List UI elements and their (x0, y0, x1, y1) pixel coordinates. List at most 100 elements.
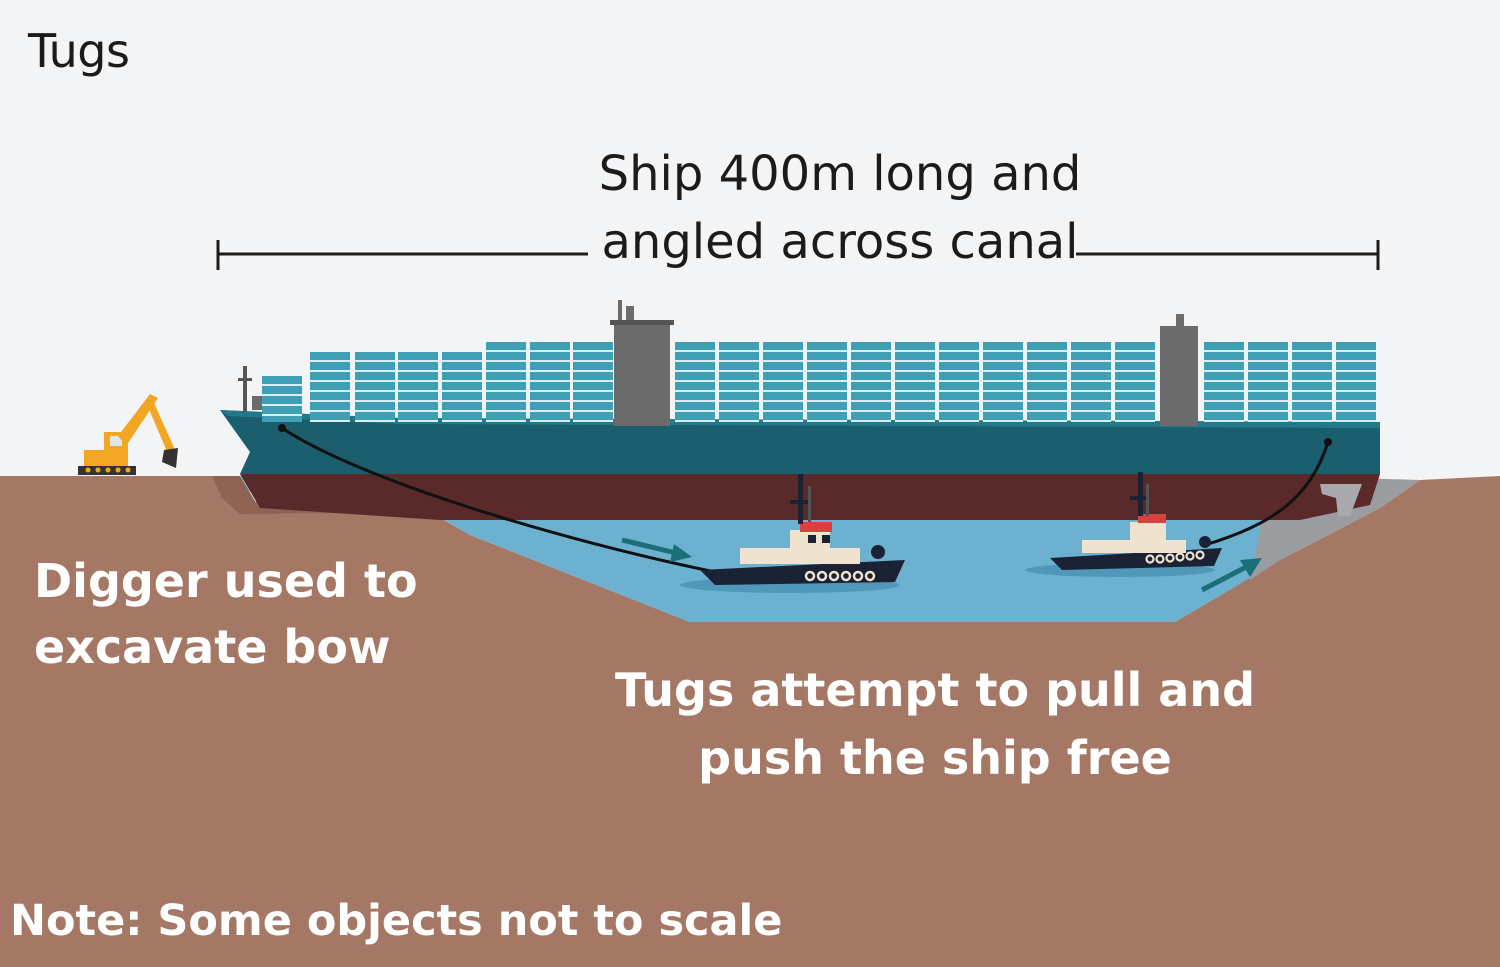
container-divider (310, 410, 350, 412)
container-divider (486, 410, 526, 412)
container-divider (675, 410, 715, 412)
container-divider (442, 400, 482, 402)
container-divider (719, 370, 759, 372)
container-divider (851, 370, 891, 372)
container-divider (1292, 380, 1332, 382)
container-divider (1027, 380, 1067, 382)
container-divider (262, 394, 302, 396)
digger-label: Digger used to excavate bow (34, 548, 418, 680)
container-divider (1204, 390, 1244, 392)
container-divider (1115, 420, 1155, 422)
rudder (1320, 484, 1362, 516)
container-divider (1204, 360, 1244, 362)
digger-label-line-1: Digger used to (34, 554, 418, 608)
container-divider (939, 360, 979, 362)
container-stacks (262, 342, 1376, 422)
container-divider (763, 350, 803, 352)
container-divider (530, 400, 570, 402)
container-divider (719, 390, 759, 392)
container-divider (1292, 420, 1332, 422)
container-divider (1292, 370, 1332, 372)
container-divider (442, 420, 482, 422)
container-divider (851, 390, 891, 392)
scale-note: Note: Some objects not to scale (10, 896, 783, 946)
container-divider (1071, 360, 1111, 362)
container-divider (262, 414, 302, 416)
container-divider (1336, 360, 1376, 362)
container-divider (573, 400, 613, 402)
container-divider (675, 380, 715, 382)
container-divider (1204, 420, 1244, 422)
container-divider (1115, 380, 1155, 382)
container-divider (1027, 400, 1067, 402)
digger-label-line-2: excavate bow (34, 620, 391, 674)
container-divider (573, 360, 613, 362)
container-divider (1336, 400, 1376, 402)
container-divider (355, 380, 395, 382)
container-divider (851, 420, 891, 422)
container-divider (895, 380, 935, 382)
container-divider (983, 360, 1023, 362)
container-divider (1248, 390, 1288, 392)
container-divider (442, 410, 482, 412)
funnel-tower (1160, 314, 1198, 426)
container-divider (310, 360, 350, 362)
container-divider (763, 360, 803, 362)
container-divider (1336, 410, 1376, 412)
container-divider (1336, 380, 1376, 382)
container-divider (719, 380, 759, 382)
container-divider (807, 370, 847, 372)
container-divider (939, 350, 979, 352)
container-divider (1027, 410, 1067, 412)
container-divider (398, 420, 438, 422)
container-divider (530, 390, 570, 392)
container-divider (983, 400, 1023, 402)
container-divider (939, 370, 979, 372)
container-divider (573, 370, 613, 372)
container-divider (1115, 410, 1155, 412)
container-divider (807, 350, 847, 352)
container-divider (1336, 370, 1376, 372)
container-divider (355, 370, 395, 372)
container-divider (675, 360, 715, 362)
container-divider (486, 350, 526, 352)
container-divider (1071, 370, 1111, 372)
container-divider (398, 410, 438, 412)
container-divider (398, 360, 438, 362)
container-divider (573, 350, 613, 352)
container-divider (310, 400, 350, 402)
container-divider (1204, 400, 1244, 402)
container-divider (1336, 390, 1376, 392)
container-divider (1248, 380, 1288, 382)
container-divider (1204, 350, 1244, 352)
page-title: Tugs (28, 24, 130, 78)
container-divider (1248, 420, 1288, 422)
container-divider (1071, 410, 1111, 412)
container-divider (486, 390, 526, 392)
container-divider (1292, 390, 1332, 392)
rope-anchor-front (278, 424, 286, 432)
container-divider (1027, 390, 1067, 392)
container-divider (530, 350, 570, 352)
container-divider (895, 390, 935, 392)
container-divider (675, 420, 715, 422)
tugs-label-line-1: Tugs attempt to pull and (614, 663, 1256, 717)
tow-rope-rear (1204, 441, 1330, 547)
container-divider (807, 400, 847, 402)
container-divider (573, 380, 613, 382)
container-divider (1292, 350, 1332, 352)
container-divider (530, 360, 570, 362)
container-divider (1292, 360, 1332, 362)
container-divider (895, 410, 935, 412)
container-divider (262, 384, 302, 386)
container-divider (310, 380, 350, 382)
container-divider (398, 370, 438, 372)
ship-label-line-2: angled across canal (601, 214, 1079, 270)
container-divider (486, 400, 526, 402)
container-divider (1292, 410, 1332, 412)
container-divider (1115, 360, 1155, 362)
container-divider (442, 390, 482, 392)
container-divider (807, 420, 847, 422)
container-divider (1248, 400, 1288, 402)
